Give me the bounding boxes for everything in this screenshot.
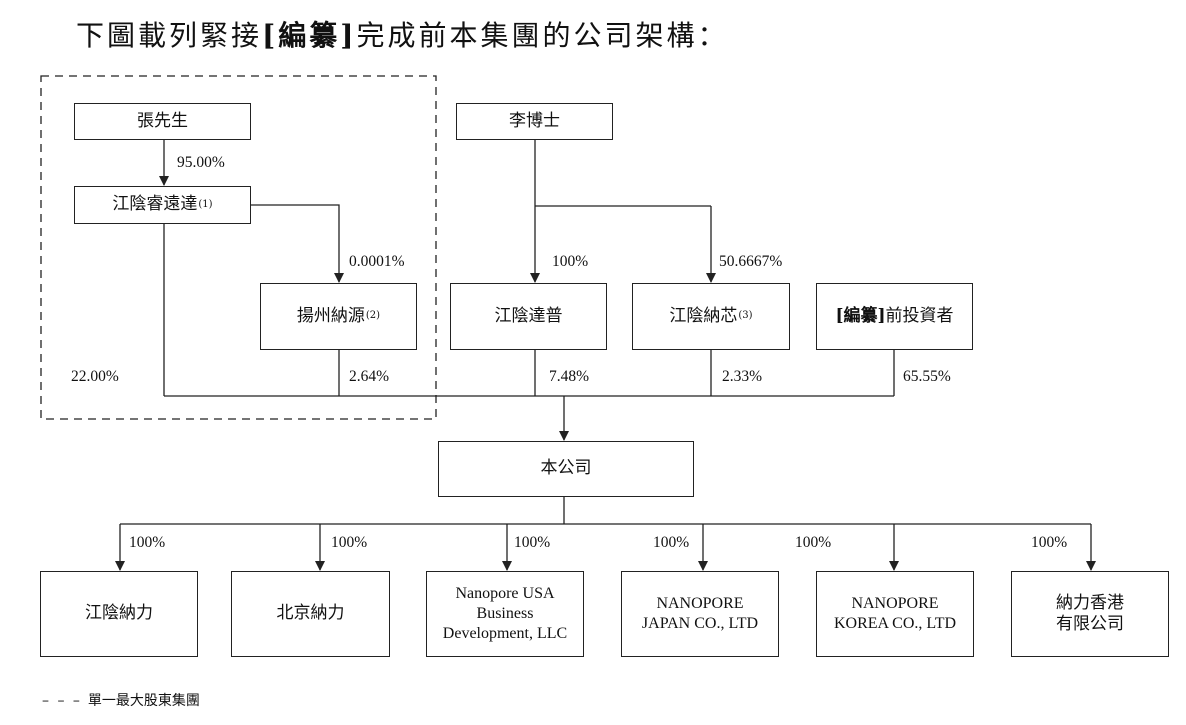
node-li-label: 李博士: [509, 110, 560, 131]
legend-dash-symbol: – – –: [42, 693, 82, 709]
node-sub3-line3: Development, LLC: [442, 625, 568, 642]
pct-dapu-company: 7.48%: [549, 368, 590, 385]
pct-ruiyuanda-company: 22.00%: [71, 368, 119, 385]
edge-ruiyuanda-nayuan: [250, 204, 344, 283]
node-company-label: 本公司: [540, 458, 592, 479]
node-pre-investors: [編纂]前投資者: [816, 283, 973, 350]
node-nayuan-label: 揚州納源: [296, 305, 365, 326]
node-li: 李博士: [456, 103, 613, 140]
node-pre-investors-label: 前投資者: [885, 305, 954, 326]
node-sub6: 納力香港 有限公司: [1011, 571, 1169, 657]
pct-investors-company: 65.55%: [903, 368, 951, 385]
node-sub5: NANOPORE KOREA CO., LTD: [816, 571, 974, 657]
node-ruiyuanda-label: 江陰睿遠達: [112, 194, 198, 215]
title-suffix: 完成前本集團的公司架構：: [356, 19, 729, 52]
node-sub6-line2: 有限公司: [1056, 614, 1124, 634]
node-dapu-label: 江陰達普: [494, 305, 563, 326]
node-sub1-label: 江陰納力: [85, 603, 153, 624]
pct-ruiyuanda-nayuan: 0.0001%: [349, 253, 405, 270]
pct-li-naxin: 50.6667%: [719, 253, 783, 270]
node-nayuan-note: (2): [365, 310, 381, 322]
node-sub4: NANOPORE JAPAN CO., LTD: [621, 571, 779, 657]
pct-company-sub6: 100%: [1031, 534, 1068, 551]
pct-company-sub5: 100%: [795, 534, 832, 551]
pct-company-sub2: 100%: [331, 534, 368, 551]
node-naxin-label: 江陰納芯: [669, 305, 738, 326]
node-sub1: 江陰納力: [40, 571, 198, 657]
pct-company-sub4: 100%: [653, 534, 690, 551]
node-sub4-line1: NANOPORE: [656, 595, 744, 612]
node-ruiyuanda-note: (1): [198, 198, 213, 210]
pct-company-sub3: 100%: [514, 534, 551, 551]
title-prefix: 下圖載列緊接: [76, 19, 263, 52]
node-pre-investors-redacted: [編纂]: [835, 305, 886, 326]
node-ruiyuanda: 江陰睿遠達(1): [74, 186, 251, 224]
pct-naxin-company: 2.33%: [722, 368, 763, 385]
node-sub5-line1: NANOPORE: [851, 595, 939, 612]
node-naxin-note: (3): [738, 310, 753, 322]
diagram-title: 下圖載列緊接[編纂]完成前本集團的公司架構：: [76, 14, 729, 54]
node-sub4-line2: JAPAN CO., LTD: [641, 615, 759, 632]
node-sub3-line2: Business: [476, 605, 534, 622]
pct-company-sub1: 100%: [129, 534, 166, 551]
node-sub3: Nanopore USA Business Development, LLC: [426, 571, 584, 657]
node-dapu: 江陰達普: [450, 283, 607, 350]
legend-label: 單一最大股東集團: [87, 693, 200, 709]
node-sub6-line1: 納力香港: [1056, 592, 1124, 613]
node-nayuan: 揚州納源(2): [260, 283, 417, 350]
node-company: 本公司: [438, 441, 694, 497]
node-zhang-label: 張先生: [137, 110, 188, 131]
pct-li-dapu: 100%: [552, 253, 589, 270]
pct-zhang-ruiyuanda: 95.00%: [177, 154, 225, 171]
node-sub3-line1: Nanopore USA: [455, 585, 555, 602]
title-redacted: [編纂]: [262, 19, 357, 52]
largest-shareholder-group-border: [40, 75, 437, 420]
node-zhang: 張先生: [74, 103, 251, 140]
node-sub5-line2: KOREA CO., LTD: [833, 615, 957, 632]
node-sub2: 北京納力: [231, 571, 390, 657]
node-naxin: 江陰納芯(3): [632, 283, 790, 350]
legend: – – – 單一最大股東集團: [42, 690, 200, 710]
pct-nayuan-company: 2.64%: [349, 368, 390, 385]
node-sub2-label: 北京納力: [276, 603, 345, 624]
